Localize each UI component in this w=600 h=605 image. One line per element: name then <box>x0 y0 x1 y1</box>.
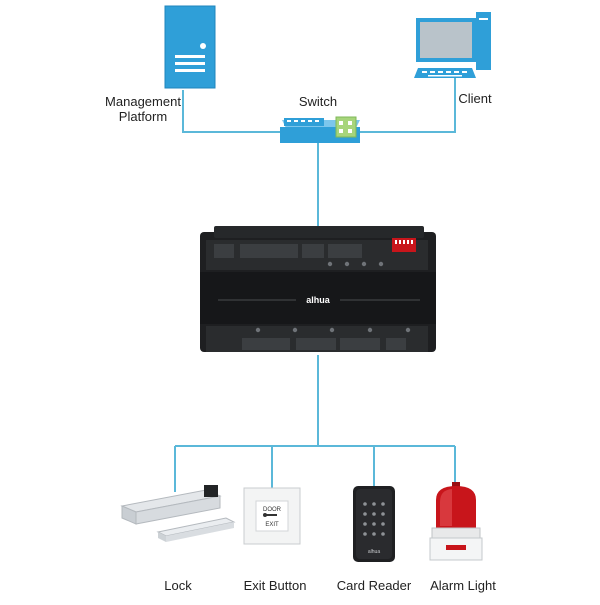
access-controller: alhua <box>200 226 436 352</box>
card-reader-icon: alhua <box>353 486 395 562</box>
label-exit-button: Exit Button <box>243 578 307 593</box>
label-management-platform: Management Platform <box>105 94 181 124</box>
controller-brand: alhua <box>306 295 331 305</box>
exit-button-plate-door: DOOR <box>263 507 282 513</box>
label-lock: Lock <box>164 578 192 593</box>
alarm-light-icon <box>429 482 483 561</box>
label-client: Client <box>458 91 492 106</box>
link-management-switch <box>182 90 282 133</box>
exit-button-plate-exit: EXIT <box>265 522 279 528</box>
client-computer-icon <box>414 12 491 78</box>
exit-button-icon: DOOR EXIT <box>243 487 301 545</box>
magnetic-lock-icon <box>120 485 236 542</box>
label-card-reader: Card Reader <box>336 578 412 593</box>
label-alarm-light: Alarm Light <box>430 578 496 593</box>
card-reader-brand: alhua <box>368 549 380 555</box>
switch-icon <box>280 116 360 143</box>
link-client-switch <box>358 78 456 133</box>
server-icon <box>164 5 216 89</box>
label-switch: Switch <box>298 94 338 109</box>
connector-lines <box>174 78 456 492</box>
